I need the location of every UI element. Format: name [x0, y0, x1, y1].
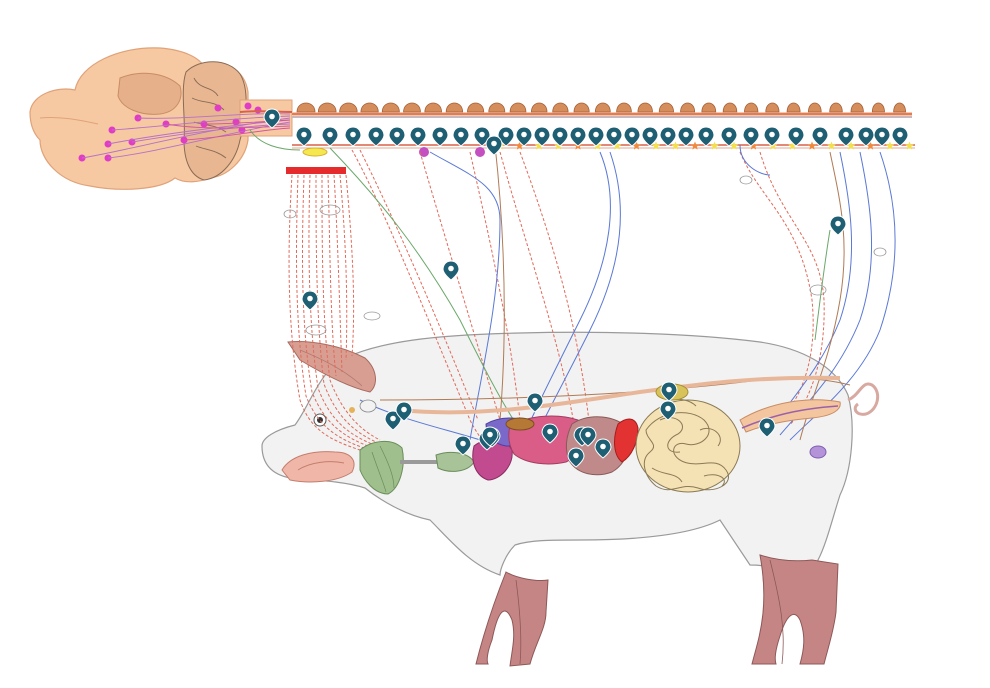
map-pin-icon-dorsal-root-ganglion-13[interactable] — [551, 126, 569, 147]
star-icon — [534, 141, 544, 150]
star-icon — [866, 141, 875, 150]
map-pin-icon-dorsal-root-ganglion-3[interactable] — [344, 126, 362, 147]
star-icon — [554, 141, 563, 150]
map-pin-icon-cervical-nerves[interactable] — [301, 290, 319, 311]
spleen — [614, 418, 639, 463]
star-icon — [905, 141, 914, 150]
vertebra — [786, 102, 801, 113]
vertebra — [722, 102, 738, 113]
vertebra — [403, 102, 421, 113]
tail-icon — [847, 382, 880, 416]
star-icon — [807, 141, 817, 150]
map-pin-icon-dorsal-root-ganglion-21[interactable] — [697, 126, 715, 147]
map-pin-icon-dorsal-root-ganglion-12[interactable] — [533, 126, 551, 147]
star-icon — [788, 141, 797, 150]
map-pin-icon-dorsal-root-ganglion-4[interactable] — [367, 126, 385, 147]
vertebra — [701, 102, 717, 113]
sympathetic-ganglia — [495, 141, 914, 150]
vertebra — [829, 102, 843, 113]
star-icon — [690, 141, 700, 150]
map-pin-icon-dorsal-root-ganglion-8[interactable] — [452, 126, 470, 147]
vertebra — [594, 102, 611, 113]
vertebra — [850, 102, 864, 113]
star-icon — [593, 141, 602, 150]
map-pin-icon-dorsal-root-ganglion-30[interactable] — [891, 126, 909, 147]
map-pin-icon-dorsal-root-ganglion-20[interactable] — [677, 126, 695, 147]
map-pin-icon-dorsal-root-ganglion-1[interactable] — [295, 126, 313, 147]
vertebra — [339, 102, 358, 113]
vertebra — [360, 102, 379, 113]
vertebra — [658, 102, 674, 113]
star-icon — [651, 141, 661, 150]
vertebra — [871, 102, 885, 113]
map-pin-icon-dorsal-root-ganglion-29[interactable] — [873, 126, 891, 147]
map-pin-icon-dorsal-root-ganglion-6[interactable] — [409, 126, 427, 147]
map-pin-icon-dorsal-root-ganglion-5[interactable] — [388, 126, 406, 147]
vertebra — [893, 102, 906, 113]
map-pin-icon-dorsal-root-ganglion-23[interactable] — [742, 126, 760, 147]
vertebrae — [296, 102, 906, 113]
vertebra — [552, 102, 569, 113]
vertebra — [509, 102, 527, 113]
map-pin-icon-dorsal-root-ganglion-2[interactable] — [321, 126, 339, 147]
map-pin-icon-dorsal-root-ganglion-24[interactable] — [763, 126, 781, 147]
legs — [475, 554, 839, 667]
vertebra — [317, 102, 337, 113]
star-icon — [632, 141, 641, 150]
nerve-bundle-header — [286, 167, 346, 174]
vertebra — [616, 102, 632, 113]
map-pin-icon-dorsal-root-ganglion-16[interactable] — [605, 126, 623, 147]
star-icon — [515, 141, 524, 150]
star-icon — [729, 141, 739, 150]
star-icon — [749, 141, 758, 150]
vertebra — [488, 102, 506, 113]
vertebra — [744, 102, 759, 113]
brain — [29, 47, 293, 190]
star-icon — [827, 141, 836, 150]
map-pin-icon-dorsal-root-ganglion-28[interactable] — [857, 126, 875, 147]
map-pin-icon-dorsal-root-ganglion-26[interactable] — [811, 126, 829, 147]
vertebra — [296, 102, 316, 113]
map-pin-icon-dorsal-root-ganglion-17[interactable] — [623, 126, 641, 147]
star-icon — [671, 141, 680, 150]
larynx — [359, 441, 404, 495]
map-pin-icon-dorsal-root-ganglion-14[interactable] — [569, 126, 587, 147]
map-pin-icon-dorsal-root-ganglion-7[interactable] — [431, 126, 449, 147]
spinal-cord — [292, 102, 915, 150]
vertebra — [807, 102, 822, 113]
intestine — [635, 398, 741, 493]
star-icon — [885, 141, 895, 150]
vertebra — [765, 102, 780, 113]
map-pin-icon-dorsal-root-ganglion-11[interactable] — [515, 126, 533, 147]
map-pin-icon-dorsal-root-ganglion-15[interactable] — [587, 126, 605, 147]
star-icon — [710, 141, 719, 150]
vertebra — [467, 102, 485, 113]
vertebra — [445, 102, 464, 113]
map-pin-icon-dorsal-root-ganglion-19[interactable] — [659, 126, 677, 147]
bladder — [809, 445, 827, 459]
vertebra — [381, 102, 400, 113]
vertebra — [424, 102, 442, 113]
vertebra — [680, 102, 696, 113]
map-pin-icon-dorsal-root-ganglion-25[interactable] — [787, 126, 805, 147]
vertebra — [530, 102, 548, 113]
vertebra — [573, 102, 590, 113]
vertebra — [637, 102, 653, 113]
pancreas — [505, 417, 535, 431]
star-icon — [846, 141, 856, 150]
map-pin-icon-vagus-nerve[interactable] — [442, 260, 460, 281]
star-icon — [612, 141, 622, 150]
